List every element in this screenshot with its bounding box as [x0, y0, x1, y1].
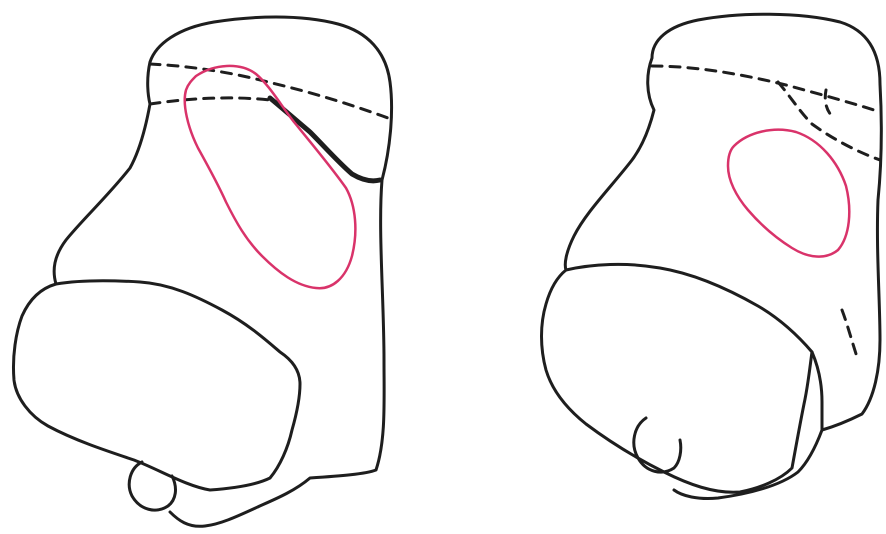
right-bone-side-bulge	[812, 352, 822, 430]
right-bone-outline	[565, 14, 881, 498]
right-bone-dashed-ridge-2	[778, 82, 880, 160]
left-bone-dashed-ridge-2	[150, 98, 270, 104]
left-bone-lower-lobe	[13, 281, 300, 490]
left-bone-sketch	[13, 17, 391, 526]
right-bone-sketch	[542, 14, 882, 498]
right-bone-dashed-ridge-3	[825, 90, 832, 116]
right-bone-bottom-process	[634, 418, 681, 472]
right-bone-dashed-ridge	[652, 66, 880, 112]
right-bone-lower-lobe	[542, 264, 813, 492]
right-highlight-region	[728, 130, 849, 257]
right-bone-dashed-side	[842, 310, 858, 360]
